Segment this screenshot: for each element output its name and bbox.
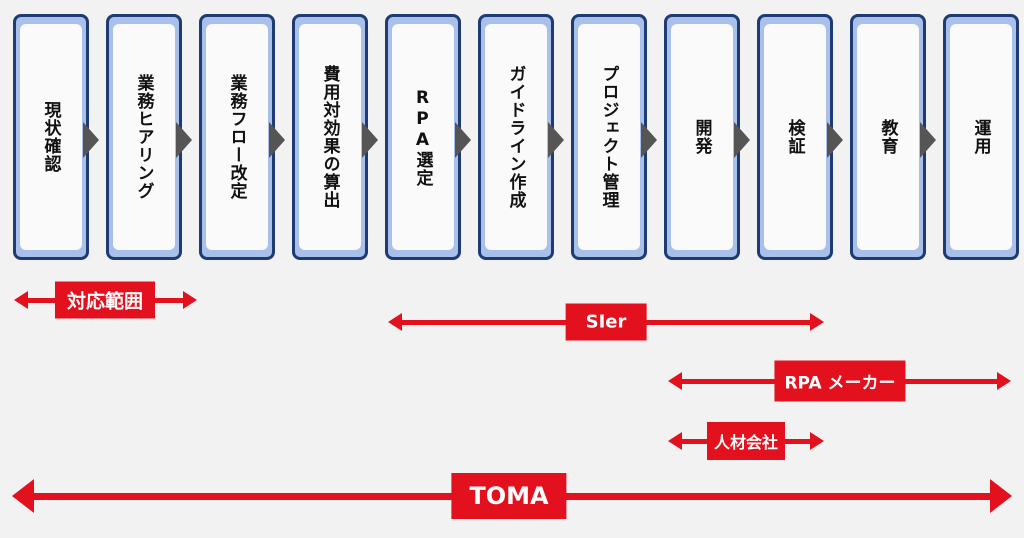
arrowhead-left-icon bbox=[12, 479, 34, 513]
arrowhead-right-icon bbox=[183, 291, 197, 309]
step-card-guideline-creation: ガイドライン作成 bbox=[478, 14, 554, 260]
flow-arrow-icon bbox=[827, 122, 843, 158]
toma-label: TOMA bbox=[451, 473, 567, 519]
scope-label: 対応範囲 bbox=[54, 281, 156, 319]
arrowhead-right-icon bbox=[990, 479, 1012, 513]
flow-arrow-icon bbox=[83, 122, 99, 158]
step-label: プロジェクト管理 bbox=[598, 65, 619, 209]
arrowhead-right-icon bbox=[810, 313, 824, 331]
step-card-verification: 検証 bbox=[757, 14, 833, 260]
step-card-cost-effectiveness: 費用対効果の算出 bbox=[292, 14, 368, 260]
step-card-rpa-selection: RPA選定 bbox=[385, 14, 461, 260]
step-card-current-state-check: 現状確認 bbox=[13, 14, 89, 260]
step-card-operation: 運用 bbox=[943, 14, 1019, 260]
step-card-development: 開発 bbox=[664, 14, 740, 260]
step-label: ガイドライン作成 bbox=[505, 65, 526, 209]
flow-arrow-icon bbox=[548, 122, 564, 158]
step-label: 検証 bbox=[784, 119, 805, 155]
flow-arrow-icon bbox=[455, 122, 471, 158]
step-card-project-management: プロジェクト管理 bbox=[571, 14, 647, 260]
step-label: 費用対効果の算出 bbox=[319, 65, 340, 209]
arrowhead-left-icon bbox=[388, 313, 402, 331]
step-label: 業務フロー改定 bbox=[226, 74, 247, 200]
staffing-label: 人材会社 bbox=[706, 422, 786, 460]
step-card-business-hearing: 業務ヒアリング bbox=[106, 14, 182, 260]
arrowhead-right-icon bbox=[997, 372, 1011, 390]
step-label: 運用 bbox=[970, 119, 991, 155]
flow-arrow-icon bbox=[641, 122, 657, 158]
flow-arrow-icon bbox=[269, 122, 285, 158]
rpa-maker-label: RPA メーカー bbox=[774, 360, 906, 402]
step-label: 教育 bbox=[877, 119, 898, 155]
step-label: 業務ヒアリング bbox=[133, 74, 154, 200]
arrowhead-left-icon bbox=[668, 432, 682, 450]
flow-arrow-icon bbox=[734, 122, 750, 158]
step-card-business-flow-revision: 業務フロー改定 bbox=[199, 14, 275, 260]
step-label: 現状確認 bbox=[40, 101, 61, 173]
sier-label: SIer bbox=[565, 303, 647, 341]
flow-arrow-icon bbox=[362, 122, 378, 158]
step-label: RPA選定 bbox=[412, 87, 433, 187]
arrowhead-left-icon bbox=[14, 291, 28, 309]
arrowhead-left-icon bbox=[668, 372, 682, 390]
step-card-education: 教育 bbox=[850, 14, 926, 260]
arrowhead-right-icon bbox=[810, 432, 824, 450]
flow-arrow-icon bbox=[176, 122, 192, 158]
flow-arrow-icon bbox=[920, 122, 936, 158]
step-label: 開発 bbox=[691, 119, 712, 155]
